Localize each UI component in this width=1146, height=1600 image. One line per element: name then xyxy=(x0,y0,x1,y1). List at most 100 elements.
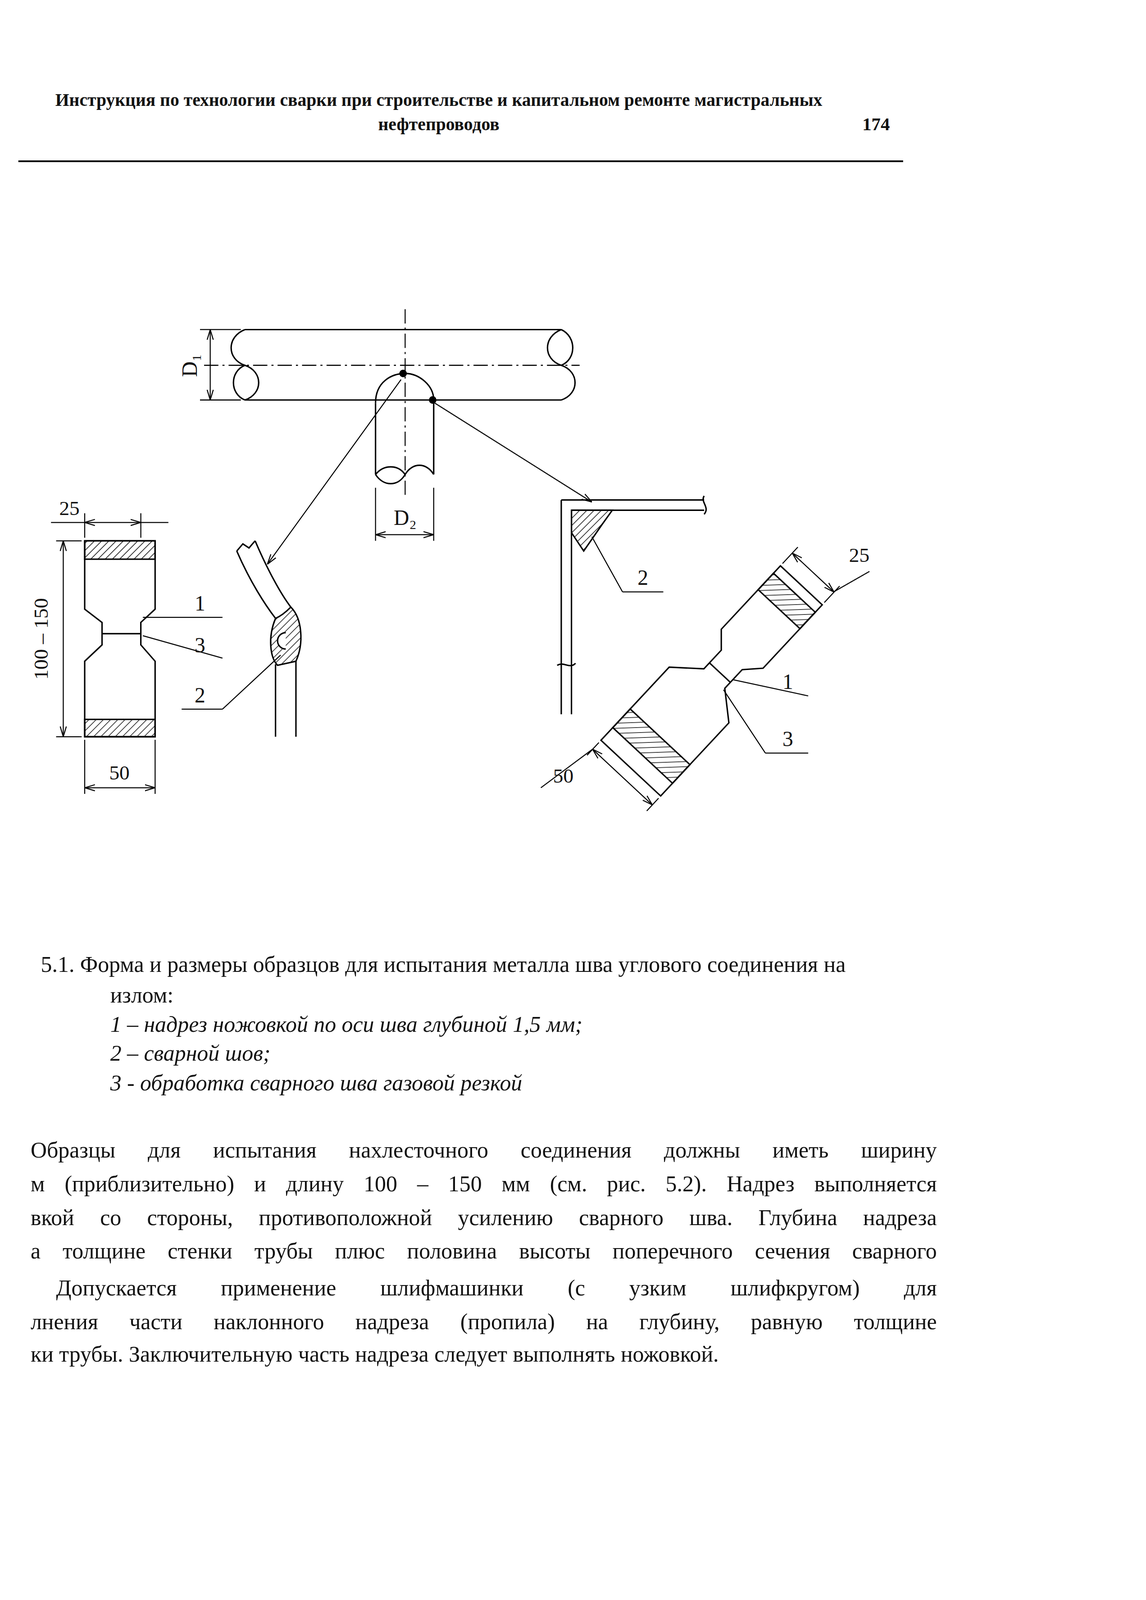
branch-pipe xyxy=(375,370,437,484)
drawing-line xyxy=(142,616,223,618)
drawing-line xyxy=(245,399,562,401)
drawing-line xyxy=(56,540,82,542)
drawing-line xyxy=(209,329,211,400)
drawing-line xyxy=(433,487,435,542)
drawing-line xyxy=(622,591,664,592)
body-text: м (приблизительно) и длину 100 – 150 мм … xyxy=(30,1170,937,1197)
drawing-line xyxy=(782,546,798,564)
body-text: вкой со стороны, противоположной усилени… xyxy=(30,1204,937,1231)
drawing-line xyxy=(84,521,141,523)
page-header: Инструкция по технологии сварки при стро… xyxy=(30,87,847,137)
drawing-line xyxy=(142,635,223,659)
drawing-line xyxy=(432,400,435,475)
dimension: 50 xyxy=(553,764,574,788)
callout-number: 2 xyxy=(637,565,649,591)
drawing-line xyxy=(833,571,870,592)
drawing-line xyxy=(375,465,434,484)
center-line xyxy=(204,364,580,366)
drawing-line xyxy=(200,328,242,330)
drawing-line xyxy=(274,663,277,737)
main-pipe xyxy=(231,329,575,400)
body-text: лнения части наклонного надреза (пропила… xyxy=(30,1308,937,1335)
drawing-line xyxy=(84,719,155,737)
drawing-line xyxy=(570,509,573,714)
drawing-line xyxy=(295,661,297,737)
weld-section-bent xyxy=(236,540,301,737)
legend-key: 2 – сварной шов; xyxy=(110,1040,271,1066)
drawing-line xyxy=(84,513,86,538)
drawing-line xyxy=(56,736,82,737)
drawing-line xyxy=(612,708,690,783)
drawing-line xyxy=(84,540,155,737)
drawing-line xyxy=(200,399,242,401)
body-text: Допускается применение шлифмашинки (с уз… xyxy=(56,1274,937,1301)
drawing-line xyxy=(792,553,835,592)
dimension: 25 xyxy=(849,543,870,567)
drawing-line xyxy=(277,632,286,649)
drawing-line xyxy=(591,536,623,592)
legend-key: 3 - обработка сварного шва газовой резко… xyxy=(110,1069,523,1096)
drawing-line xyxy=(703,495,707,515)
drawing-line xyxy=(154,739,156,794)
section-arrow xyxy=(267,379,402,564)
section-arrow xyxy=(434,403,592,503)
drawing-line xyxy=(233,365,245,401)
drawing-line xyxy=(222,654,281,710)
drawing-line xyxy=(375,466,406,475)
drawing-line xyxy=(541,748,594,788)
drawing-line xyxy=(18,161,904,811)
drawing-line xyxy=(547,329,575,400)
drawing-line xyxy=(102,632,141,635)
drawing-line xyxy=(375,487,377,542)
callout-number: 2 xyxy=(194,682,206,708)
callout-number: 1 xyxy=(194,590,206,616)
drawing-line xyxy=(560,500,562,715)
drawing-line xyxy=(732,679,809,696)
drawing-line xyxy=(181,708,223,710)
callout-number: 3 xyxy=(194,632,206,658)
drawing-line xyxy=(557,663,576,666)
drawing-line xyxy=(84,540,155,560)
dimension: D₁ xyxy=(177,354,203,378)
drawing-line xyxy=(62,540,64,737)
drawing-line xyxy=(50,521,85,523)
drawing-line xyxy=(723,689,766,753)
drawing-line xyxy=(758,573,816,629)
specimen-front xyxy=(84,540,155,737)
header-rule xyxy=(18,160,904,163)
drawing-line xyxy=(429,396,437,404)
drawing-line xyxy=(236,550,276,619)
figure-caption: 5.1. Форма и размеры образцов для испыта… xyxy=(40,949,909,1011)
drawing-line xyxy=(84,786,155,788)
dimension: 25 xyxy=(59,496,80,520)
drawing-line xyxy=(824,586,840,603)
legend-key: 1 – надрез ножовкой по оси шва глубиной … xyxy=(110,1011,583,1038)
drawing-line xyxy=(561,499,705,501)
center-line xyxy=(404,309,406,498)
body-text: а толщине стенки трубы плюс половина выс… xyxy=(30,1238,937,1265)
callout-number: 1 xyxy=(782,669,794,695)
dimension: 50 xyxy=(109,760,130,785)
drawing-line xyxy=(245,328,562,331)
drawing-line xyxy=(561,329,573,365)
dimension: 100 – 150 xyxy=(29,598,53,680)
drawing-line xyxy=(236,540,256,551)
drawing-line xyxy=(600,557,832,796)
drawing-line xyxy=(140,513,141,538)
drawing-line xyxy=(270,606,301,665)
callout-number: 3 xyxy=(782,726,794,752)
dimension: D₂ xyxy=(393,504,417,530)
body-text: Образцы для испытания нахлесточного соед… xyxy=(30,1136,937,1163)
body-text: ки трубы. Заключительную часть надреза с… xyxy=(30,1341,719,1367)
drawing-line xyxy=(765,752,809,754)
drawing-line xyxy=(709,662,731,683)
drawing-line xyxy=(231,329,259,400)
drawing-line xyxy=(84,739,86,794)
drawing-line xyxy=(571,509,613,551)
drawing-line xyxy=(140,521,169,523)
drawing-line xyxy=(375,373,434,404)
drawing-line xyxy=(254,540,291,607)
specimen-rotated xyxy=(586,538,849,811)
page-number: 174 xyxy=(862,113,890,136)
